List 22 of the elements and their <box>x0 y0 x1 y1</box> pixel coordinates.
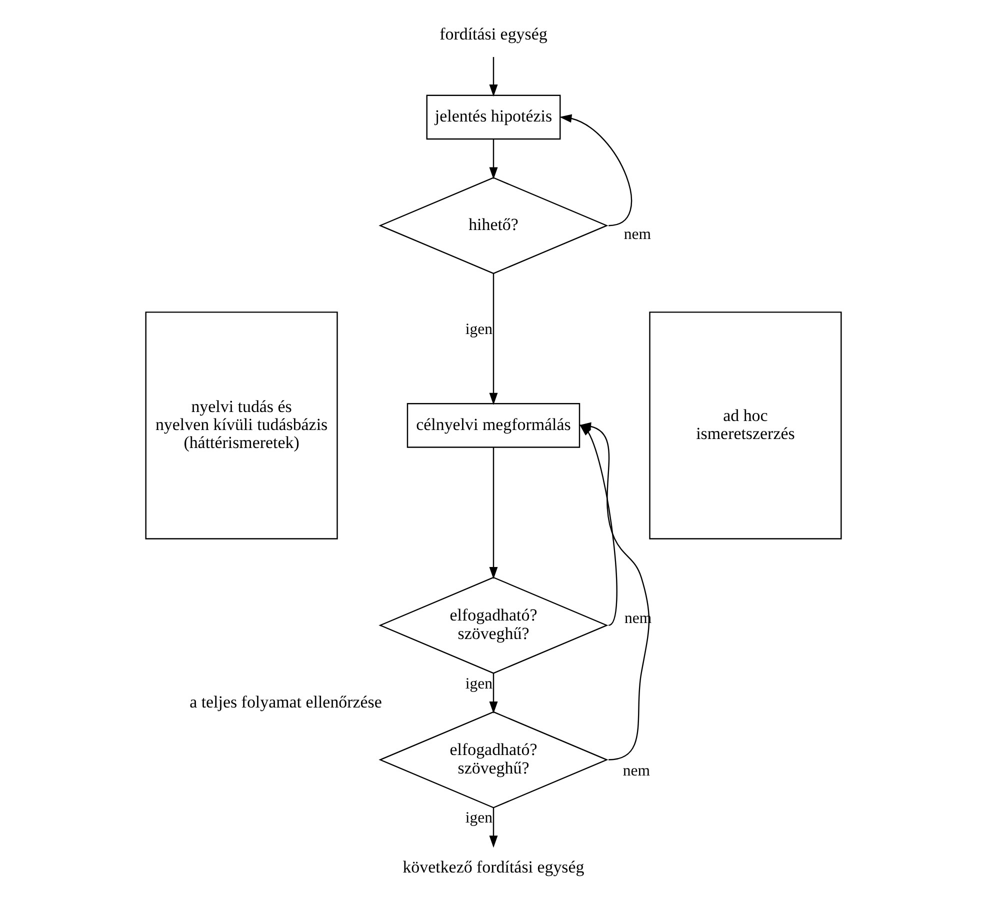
node-text: következő fordítási egység <box>402 858 584 877</box>
arrow <box>489 673 498 714</box>
node-box: jelentés hipotézis <box>426 94 561 140</box>
node-text: fordítási egység <box>440 24 548 44</box>
arrow <box>489 274 498 405</box>
node-label: a teljes folyamat ellenőrzése <box>190 692 382 712</box>
edge-label: nem <box>622 762 650 780</box>
node-diamond: elfogadható? szöveghű? <box>378 576 608 674</box>
arrow <box>489 139 498 180</box>
node-diamond: elfogadható? szöveghű? <box>378 711 608 808</box>
arrow <box>489 57 498 97</box>
arrow <box>489 808 498 848</box>
edge-label: igen <box>465 675 493 692</box>
edge-label: igen <box>465 809 493 826</box>
node-box: ad hoc ismeretszerzés <box>649 312 842 540</box>
node-diamond: hihető? <box>378 177 608 274</box>
arrow <box>560 114 632 226</box>
arrow <box>489 447 498 580</box>
node-box: célnyelvi megformálás <box>406 403 580 448</box>
edge-label: igen <box>465 320 493 338</box>
node-box: nyelvi tudás és nyelven kívüli tudásbázis (háttérismeretek) <box>145 312 338 540</box>
edge-label: nem <box>624 226 651 243</box>
